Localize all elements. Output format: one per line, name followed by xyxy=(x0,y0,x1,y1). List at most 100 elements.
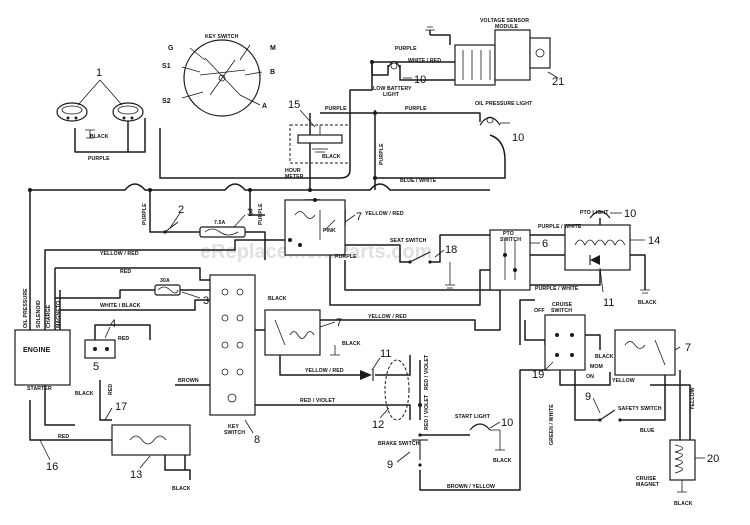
svg-text:BLACK: BLACK xyxy=(342,341,361,347)
svg-text:PURPLE / WHITE: PURPLE / WHITE xyxy=(538,224,582,230)
svg-text:8: 8 xyxy=(254,434,260,446)
svg-text:MOM: MOM xyxy=(590,364,603,370)
svg-text:2: 2 xyxy=(178,204,184,216)
svg-text:BRAKE SWITCH: BRAKE SWITCH xyxy=(378,441,420,447)
engine xyxy=(14,329,71,386)
key-switch-block xyxy=(209,274,256,416)
cruise-magnet xyxy=(669,439,696,493)
svg-text:BLUE: BLUE xyxy=(640,428,655,434)
svg-text:16: 16 xyxy=(46,461,58,473)
svg-text:PURPLE: PURPLE xyxy=(142,203,148,225)
fuse-30a xyxy=(154,284,181,296)
svg-text:ENGINE: ENGINE xyxy=(23,347,51,354)
svg-text:BLACK: BLACK xyxy=(268,296,287,302)
svg-text:30A: 30A xyxy=(160,278,170,284)
cruise-switch xyxy=(544,314,586,371)
svg-text:11: 11 xyxy=(603,297,614,309)
svg-text:WHITE / BLACK: WHITE / BLACK xyxy=(100,303,141,309)
svg-text:21: 21 xyxy=(552,76,564,88)
low-battery-light xyxy=(387,60,401,70)
svg-text:SAFETY SWITCH: SAFETY SWITCH xyxy=(618,406,662,412)
svg-text:MAGNET: MAGNET xyxy=(636,482,660,488)
svg-text:3: 3 xyxy=(247,207,253,219)
relay-mid xyxy=(264,309,340,356)
pto-clutch-module xyxy=(564,210,631,271)
svg-text:HOUR: HOUR xyxy=(285,168,301,174)
headlight-left xyxy=(56,102,88,122)
svg-text:10: 10 xyxy=(414,74,426,86)
svg-text:PURPLE: PURPLE xyxy=(258,203,264,225)
seat-switch xyxy=(408,251,455,289)
svg-text:S2: S2 xyxy=(162,98,171,105)
svg-text:SWITCH: SWITCH xyxy=(224,430,245,436)
svg-text:PURPLE: PURPLE xyxy=(335,254,357,260)
svg-text:S1: S1 xyxy=(162,63,171,70)
svg-text:OIL PRESSURE: OIL PRESSURE xyxy=(23,288,29,328)
svg-text:YELLOW / RED: YELLOW / RED xyxy=(368,314,407,320)
svg-text:10: 10 xyxy=(512,132,524,144)
svg-text:KEY SWITCH: KEY SWITCH xyxy=(205,34,239,40)
svg-text:9: 9 xyxy=(585,391,591,403)
diode-mid xyxy=(360,369,374,381)
svg-text:YELLOW / RED: YELLOW / RED xyxy=(365,211,404,217)
svg-text:6: 6 xyxy=(542,238,548,250)
svg-text:PURPLE: PURPLE xyxy=(325,106,347,112)
svg-text:CRUISE: CRUISE xyxy=(636,476,657,482)
svg-text:PURPLE / WHITE: PURPLE / WHITE xyxy=(535,286,579,292)
svg-text:BLACK: BLACK xyxy=(75,391,94,397)
svg-text:YELLOW / RED: YELLOW / RED xyxy=(305,368,344,374)
svg-text:10: 10 xyxy=(501,417,513,429)
relay-top xyxy=(284,198,346,256)
svg-text:7.5A: 7.5A xyxy=(214,220,226,226)
svg-text:10: 10 xyxy=(624,208,636,220)
svg-text:RED / VIOLET: RED / VIOLET xyxy=(300,398,336,404)
svg-text:3: 3 xyxy=(203,295,209,307)
svg-text:CRUISE: CRUISE xyxy=(552,302,573,308)
svg-text:RED / VIOLET: RED / VIOLET xyxy=(424,394,430,430)
svg-text:RED: RED xyxy=(108,384,114,395)
svg-text:15: 15 xyxy=(288,99,300,111)
svg-text:START LIGHT: START LIGHT xyxy=(455,414,491,420)
svg-text:GREEN / WHITE: GREEN / WHITE xyxy=(549,404,555,445)
svg-text:1: 1 xyxy=(96,67,102,79)
svg-text:BROWN / YELLOW: BROWN / YELLOW xyxy=(447,484,495,490)
svg-text:4: 4 xyxy=(110,318,116,330)
svg-text:5: 5 xyxy=(93,361,99,373)
svg-text:YELLOW / RED: YELLOW / RED xyxy=(100,251,139,257)
svg-text:MAGNETO: MAGNETO xyxy=(56,301,62,328)
svg-text:LIGHT: LIGHT xyxy=(383,92,400,98)
labels: KEY SWITCH G M S1 B S2 A VOLTAGE SENSOR … xyxy=(23,18,696,507)
svg-text:14: 14 xyxy=(648,235,660,247)
svg-text:17: 17 xyxy=(115,401,127,413)
svg-text:CHARGE: CHARGE xyxy=(46,304,52,328)
wire-group-12 xyxy=(384,359,410,421)
svg-text:7: 7 xyxy=(685,342,691,354)
svg-text:PURPLE: PURPLE xyxy=(379,143,385,165)
oil-pressure-light xyxy=(479,116,501,126)
svg-text:G: G xyxy=(168,45,174,52)
svg-text:M: M xyxy=(270,45,276,52)
svg-text:B: B xyxy=(270,69,275,76)
svg-text:BLACK: BLACK xyxy=(493,458,512,464)
svg-text:MODULE: MODULE xyxy=(495,24,519,30)
svg-text:SOLENOID: SOLENOID xyxy=(36,300,42,328)
svg-text:RED: RED xyxy=(120,269,131,275)
svg-text:PURPLE: PURPLE xyxy=(405,106,427,112)
svg-text:7: 7 xyxy=(356,211,362,223)
svg-text:BLACK: BLACK xyxy=(90,134,109,140)
svg-text:PTO: PTO xyxy=(503,231,514,237)
svg-text:RED: RED xyxy=(58,434,69,440)
callouts: 1 2 3 3 4 5 6 7 7 7 8 9 9 10 10 10 10 xyxy=(39,67,719,481)
svg-text:19: 19 xyxy=(532,369,544,381)
start-light xyxy=(469,423,505,451)
svg-text:BLACK: BLACK xyxy=(638,300,657,306)
svg-text:7: 7 xyxy=(336,317,342,329)
voltage-sensor-module xyxy=(454,29,551,86)
svg-text:11: 11 xyxy=(380,348,391,360)
svg-text:BLACK: BLACK xyxy=(172,486,191,492)
svg-text:SWITCH: SWITCH xyxy=(500,237,521,243)
ground-pto xyxy=(640,289,650,294)
svg-text:YELLOW: YELLOW xyxy=(690,387,696,410)
key-switch-top xyxy=(181,39,263,117)
